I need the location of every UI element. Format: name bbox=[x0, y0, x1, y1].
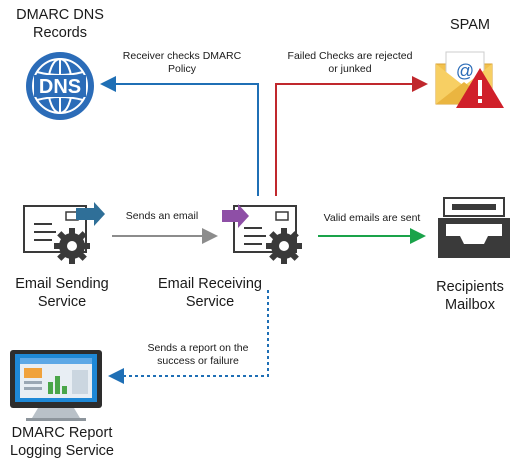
node-sender-line2: Service bbox=[37, 294, 87, 310]
node-receiver-label: Email Receiving Service bbox=[140, 275, 280, 311]
dns-badge-text: DNS bbox=[39, 76, 81, 98]
node-report-line2: Logging Service bbox=[10, 443, 114, 459]
edge-report-line1: Sends a report on the bbox=[147, 342, 249, 354]
node-report-line1: DMARC Report bbox=[11, 425, 113, 441]
node-dns-line2: Records bbox=[33, 25, 87, 41]
node-report-label: DMARC Report Logging Service bbox=[0, 424, 124, 460]
edge-valid-line1: Valid emails are sent bbox=[323, 212, 421, 224]
edge-valid-label: Valid emails are sent bbox=[312, 212, 432, 225]
node-receiver-line1: Email Receiving bbox=[158, 276, 262, 292]
node-mailbox-label: Recipients Mailbox bbox=[420, 278, 520, 314]
edge-rejected-label: Failed Checks are rejected or junked bbox=[280, 50, 420, 76]
edge-report-label: Sends a report on the success or failure bbox=[130, 342, 266, 368]
node-spam-label: SPAM bbox=[430, 16, 510, 34]
edge-dmarc-check-label: Receiver checks DMARC Policy bbox=[112, 50, 252, 76]
edge-report bbox=[108, 290, 269, 384]
node-mailbox-line2: Mailbox bbox=[445, 297, 495, 313]
edge-send-line1: Sends an email bbox=[125, 210, 199, 222]
email-receiving-icon bbox=[222, 204, 302, 264]
node-sender-line1: Email Sending bbox=[15, 276, 109, 292]
edge-send-label: Sends an email bbox=[112, 210, 212, 223]
edge-dmarc-check-line1: Receiver checks DMARC bbox=[122, 50, 242, 62]
spam-envelope-warning-icon: @ bbox=[435, 51, 504, 108]
node-sender-label: Email Sending Service bbox=[2, 275, 122, 311]
edge-rejected bbox=[275, 76, 428, 196]
monitor-dashboard-icon bbox=[10, 350, 102, 421]
edge-report-line2: success or failure bbox=[157, 355, 239, 367]
svg-text:@: @ bbox=[456, 61, 474, 81]
edge-dmarc-check-line2: Policy bbox=[167, 63, 196, 75]
dns-globe-icon: DNS bbox=[26, 52, 94, 120]
edge-rejected-line2: or junked bbox=[328, 63, 372, 75]
node-spam-line1: SPAM bbox=[449, 17, 491, 33]
edge-dmarc-check bbox=[100, 76, 259, 196]
mailbox-tray-icon bbox=[438, 197, 510, 258]
edge-rejected-line1: Failed Checks are rejected bbox=[287, 50, 413, 62]
node-receiver-line2: Service bbox=[185, 294, 235, 310]
node-dns-line1: DMARC DNS bbox=[16, 7, 104, 23]
node-mailbox-line1: Recipients bbox=[436, 279, 504, 295]
node-dns-label: DMARC DNS Records bbox=[0, 6, 120, 42]
email-sending-icon bbox=[23, 202, 105, 264]
